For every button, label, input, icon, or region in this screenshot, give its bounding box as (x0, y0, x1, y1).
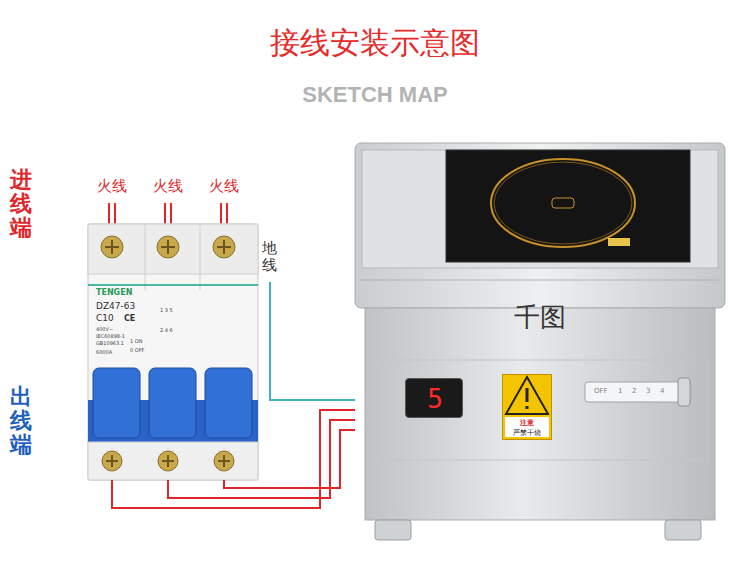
breaker-body-part (205, 368, 252, 438)
subtitle: SKETCH MAP (200, 82, 550, 107)
warning-shape-part (506, 377, 548, 414)
circuit-breaker-text: 400V~ (96, 327, 113, 333)
circuit-breaker-text: C10 (96, 313, 114, 323)
circuit-breaker-text: 6000A (96, 350, 112, 356)
knob-scale: 2 (632, 387, 636, 395)
title: 接线安装示意图 (0, 26, 750, 61)
breaker-body (88, 224, 258, 480)
output-side-label: 出线端 (10, 385, 32, 458)
warning-shape-part (503, 375, 552, 440)
knob-scale: 1 (618, 387, 622, 395)
induction-cooker: 千图 5 注意严禁干烧 (355, 143, 725, 540)
breaker-body-part (88, 224, 258, 274)
breaker-body-part (106, 455, 230, 467)
circuit-breaker-text: 0 OFF (130, 348, 144, 354)
induction-cooker-part (365, 308, 715, 520)
induction-cooker-part (552, 198, 574, 208)
input-side-label: 进线端 (10, 168, 32, 241)
knob-scale: 3 (646, 387, 650, 395)
induction-cooker-part (678, 378, 690, 406)
ground-wire-part (270, 282, 355, 400)
live-wire-label: 火线 (146, 178, 190, 195)
circuit-breaker-text: DZ47-63 (96, 301, 135, 311)
ground-wire (270, 282, 355, 400)
knob-scale: 4 (660, 387, 664, 395)
display-panel-text: 5 (406, 379, 464, 419)
induction-cooker-part (360, 280, 720, 281)
circuit-breaker-text: 1 3 5 (160, 308, 173, 314)
induction-cooker-part (608, 238, 630, 246)
ground-wire-label: 地线 (262, 240, 277, 273)
circuit-breaker-text: 1 ON (130, 339, 142, 345)
circuit-breaker-text: TENGEN (96, 288, 132, 297)
knob-scale: OFF (594, 387, 608, 395)
induction-cooker-part (665, 520, 701, 540)
breaker-body-part (200, 224, 201, 290)
breaker-body-part (88, 442, 258, 480)
circuit-breaker: TENGEN DZ47-63C10 CE 400V~IEC60898-1GB10963… (88, 224, 258, 480)
induction-cooker-part (372, 360, 708, 460)
induction-cooker-part (446, 150, 690, 262)
induction-cooker (355, 143, 725, 540)
induction-cooker-text: 千图 (475, 303, 605, 333)
induction-cooker-part (491, 159, 635, 247)
circuit-breaker-text: GB10963.1 (96, 341, 124, 347)
breaker-body-part (93, 368, 140, 438)
warning-sticker-text: 严禁干烧 (502, 429, 552, 437)
breaker-body-part (105, 240, 231, 254)
induction-cooker-part (375, 520, 411, 540)
induction-cooker-part (494, 162, 632, 244)
live-wire-label: 火线 (90, 178, 134, 195)
warning-sticker: 注意严禁干烧 (502, 374, 552, 440)
circuit-breaker-text: CE (124, 314, 135, 323)
live-wire (168, 420, 355, 498)
breaker-body-part (145, 224, 146, 290)
warning-sticker-text: 注意 (502, 419, 552, 427)
display-panel: 5 (405, 378, 463, 418)
induction-cooker-part (355, 143, 725, 308)
live-wire (112, 410, 355, 508)
circuit-breaker-text: IEC60898-1 (96, 334, 125, 340)
induction-cooker-part (585, 382, 691, 402)
breaker-body-part (88, 224, 258, 480)
breaker-body-part (149, 368, 196, 438)
induction-cooker-part (362, 150, 718, 268)
warning-shape-part (526, 388, 529, 409)
circuit-breaker-text: 2 4 6 (160, 328, 173, 334)
live-wire (224, 430, 355, 488)
live-wire-label: 火线 (202, 178, 246, 195)
breaker-body-part (88, 284, 258, 286)
